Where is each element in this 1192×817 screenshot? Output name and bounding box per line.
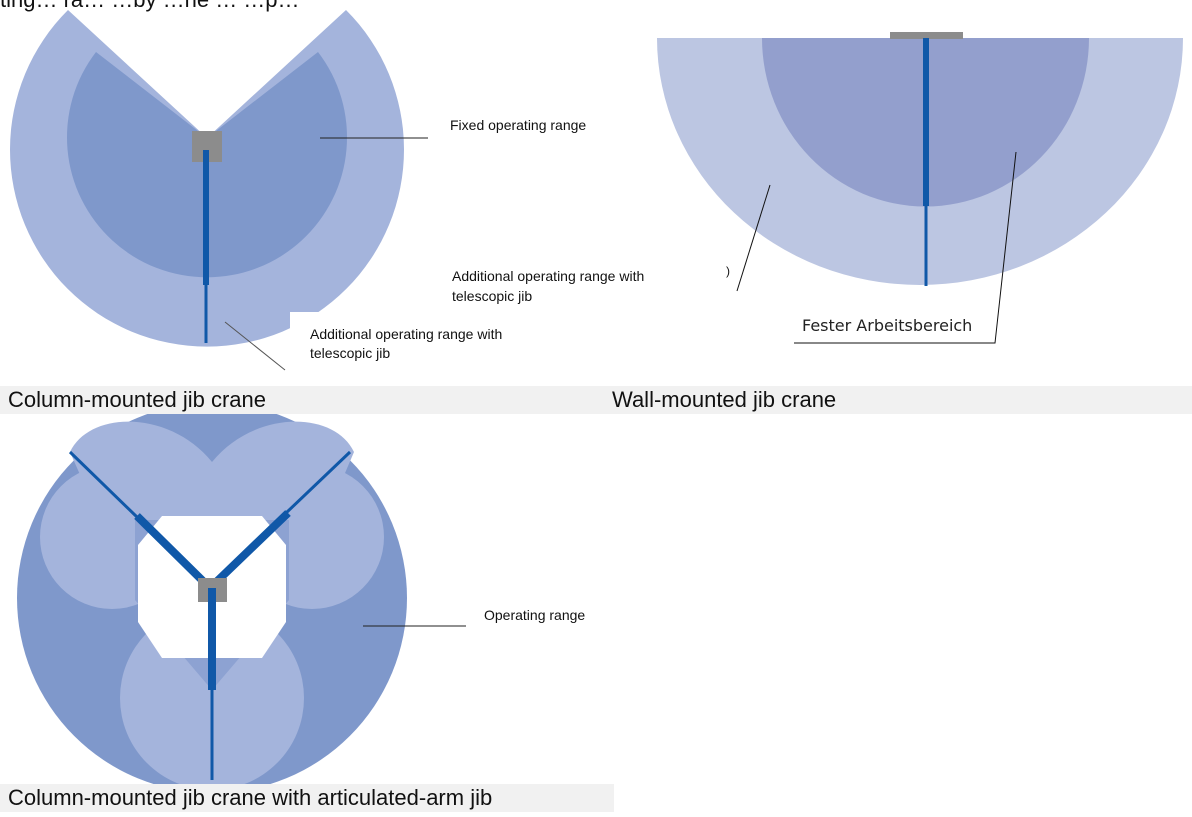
label-fixed-operating-range: Fixed operating range <box>450 117 587 133</box>
label-wall-additional-range-line1: Additional operating range with <box>452 268 645 284</box>
wall-crane-diagram <box>657 32 1183 344</box>
articulated-arm-right-outer <box>284 450 352 515</box>
articulated-arm-left-inner <box>134 513 213 591</box>
leader-line-wall-additional <box>736 184 771 292</box>
column-crane-diagram <box>10 10 428 371</box>
stray-mark: ) <box>726 264 730 278</box>
label-wall-additional-range-line2: telescopic jib <box>452 288 533 304</box>
articulated-arm-right-inner <box>207 510 291 591</box>
label-backdrop <box>290 312 590 372</box>
caption-articulated-crane: Column-mounted jib crane with articulate… <box>0 784 614 812</box>
caption-wall-crane: Wall-mounted jib crane <box>596 386 1192 414</box>
wall-crane-wall-mount <box>890 32 963 39</box>
leader-line-wall-fixed <box>794 151 1017 344</box>
articulated-crane-diagram <box>17 403 466 793</box>
label-fester-arbeitsbereich: Fester Arbeitsbereich <box>802 316 973 335</box>
label-additional-range-line1: Additional operating range with <box>310 326 503 342</box>
leader-line-additional <box>224 321 286 371</box>
cropped-header-text: ting… ra… …by …ne … …p… <box>0 0 300 12</box>
caption-column-crane: Column-mounted jib crane <box>0 386 596 414</box>
articulated-arm-left-outer <box>68 450 140 520</box>
label-operating-range: Operating range <box>484 607 586 623</box>
label-additional-range-line2: telescopic jib <box>310 345 391 361</box>
